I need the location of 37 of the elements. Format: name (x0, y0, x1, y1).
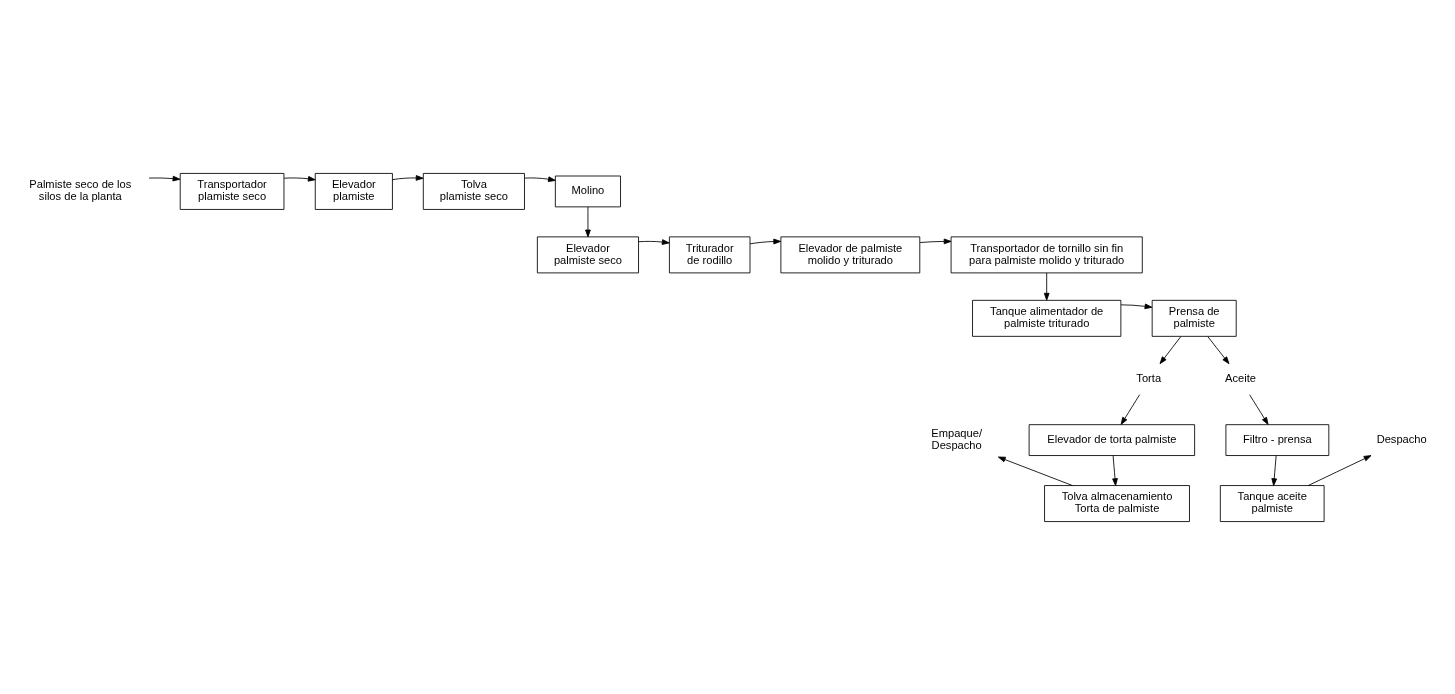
arrow (392, 174, 424, 181)
node-box: Elevador de palmiste molido y triturado (780, 235, 921, 273)
arrow (1207, 335, 1230, 364)
node-box: Elevador de torta palmiste (1028, 423, 1196, 456)
arrow (1159, 335, 1182, 364)
arrow (638, 238, 670, 245)
arrow (1120, 393, 1141, 425)
arrow (283, 175, 316, 182)
node-box: Elevador plamiste (314, 172, 393, 210)
arrow (749, 238, 782, 244)
arrow (585, 206, 591, 237)
arrow (1307, 454, 1372, 486)
node-text: Despacho (1376, 432, 1427, 445)
node-box: Tolva plamiste seco (422, 172, 525, 210)
node-box: Elevador palmiste seco (536, 235, 639, 273)
node-text: Torta (1136, 371, 1162, 384)
arrow (524, 175, 556, 182)
node-box: Prensa de palmiste (1151, 299, 1237, 337)
node-text: Palmiste seco de los silos de la planta (29, 177, 132, 202)
node-box: Tanque alimentador de palmiste triturado (972, 299, 1122, 337)
node-box: Filtro - prensa (1225, 423, 1330, 456)
node-box: Triturador de rodillo (669, 235, 751, 273)
arrow (1249, 393, 1269, 425)
node-box: Transportador de tornillo sin fin para palmiste molido y triturado (950, 235, 1143, 273)
arrow (1112, 454, 1118, 486)
node-text: Empaque/ Despacho (931, 426, 983, 451)
arrow (1043, 272, 1050, 301)
node-box: Molino (554, 175, 621, 207)
arrow (1271, 454, 1278, 486)
node-box: Transportador plamiste seco (179, 172, 285, 210)
node-box: Tolva almacenamiento Torta de palmiste (1044, 484, 1190, 522)
arrow (997, 456, 1073, 486)
node-text: Aceite (1225, 371, 1256, 384)
node-box: Tanque aceite palmiste (1219, 484, 1325, 522)
arrow (919, 238, 952, 244)
arrow (1120, 303, 1153, 309)
arrow (148, 175, 181, 181)
